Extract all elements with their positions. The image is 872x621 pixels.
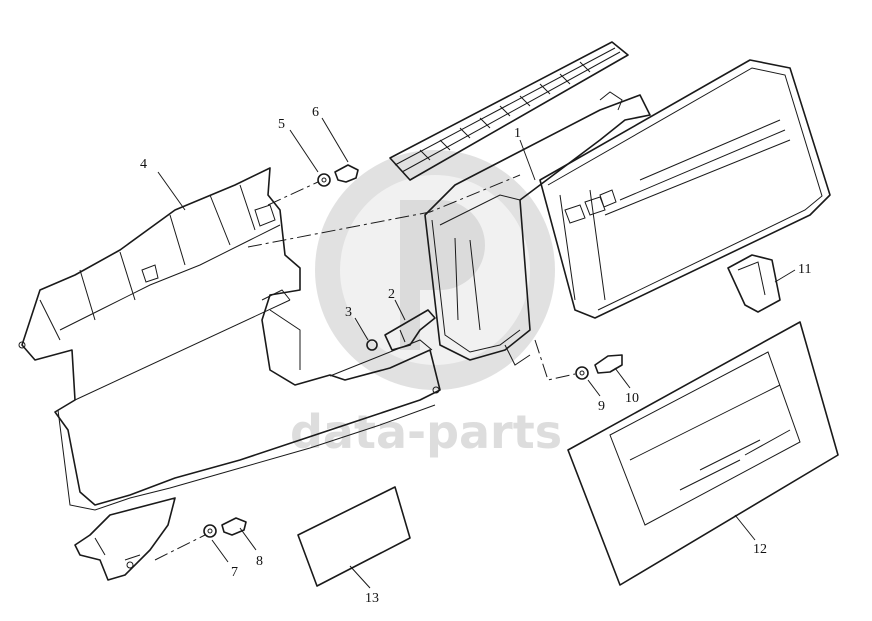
callout-9: 9 <box>598 399 605 414</box>
callout-4: 4 <box>140 157 147 172</box>
instrument-cluster-drawing <box>389 41 831 366</box>
fastener-9-10 <box>575 354 623 380</box>
callout-13: 13 <box>365 591 379 606</box>
mounting-bracket-drawing <box>384 309 436 351</box>
callout-5: 5 <box>278 117 285 132</box>
callout-6: 6 <box>312 105 319 120</box>
callout-1: 1 <box>514 126 521 141</box>
fastener-7-8 <box>203 517 247 538</box>
nut-3 <box>366 339 378 351</box>
callout-3: 3 <box>345 305 352 320</box>
watermark-logo: data-parts <box>290 150 562 459</box>
label-sheet-drawing <box>567 321 839 586</box>
callout-7: 7 <box>231 565 238 580</box>
callout-8: 8 <box>256 554 263 569</box>
label-card-drawing <box>297 486 411 587</box>
cluster-housing-drawing <box>18 167 441 581</box>
callout-2: 2 <box>388 287 395 302</box>
clip-drawing <box>727 254 781 313</box>
fastener-5-6 <box>317 164 359 187</box>
callout-10: 10 <box>625 391 639 406</box>
callout-labels: 1 2 3 4 5 6 7 8 9 10 11 12 13 <box>140 105 811 606</box>
watermark-text: data-parts <box>290 405 562 459</box>
alignment-lines <box>154 174 576 561</box>
leader-lines <box>157 117 796 589</box>
callout-12: 12 <box>753 542 767 557</box>
callout-11: 11 <box>798 262 811 277</box>
